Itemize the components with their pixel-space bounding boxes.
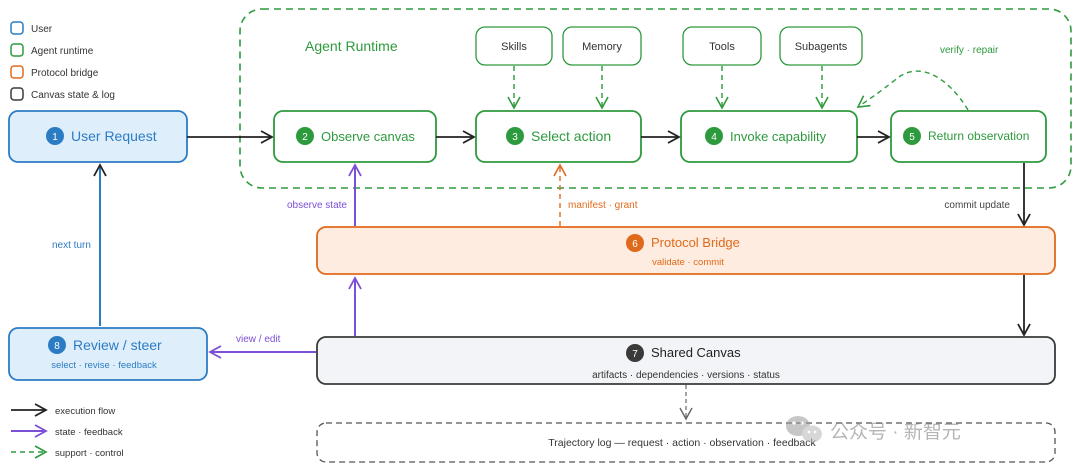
commit-update-label: commit update <box>944 200 1010 211</box>
legend-bridge-label: Protocol bridge <box>31 68 99 79</box>
legend-nodes: User Agent runtime Protocol bridge Canva… <box>10 21 115 101</box>
node-observe-canvas[interactable]: 2 Observe canvas <box>273 110 437 163</box>
node-3-number: 3 <box>512 132 518 143</box>
node-4-number: 4 <box>711 132 717 143</box>
legend-support-label: support · control <box>55 448 124 459</box>
watermark-text: 公众号 · 新智元 <box>830 421 961 443</box>
trajectory-log[interactable]: Trajectory log — request · action · obse… <box>316 422 1056 463</box>
node-7-number: 7 <box>632 349 638 360</box>
node-return-observation[interactable]: 5 Return observation <box>890 110 1047 163</box>
node-6-badge <box>626 234 644 252</box>
node-review-label: Review / steer <box>73 337 162 353</box>
legend-canvas-swatch <box>10 87 24 101</box>
node-protocol-bridge[interactable]: 6 Protocol Bridge validate · commit <box>316 226 1056 275</box>
resource-skills[interactable]: Skills <box>475 26 553 66</box>
node-return-label: Return observation <box>928 129 1029 143</box>
next-turn-label: next turn <box>52 240 91 251</box>
node-6-number: 6 <box>632 239 638 250</box>
agent-runtime-container <box>239 8 1072 189</box>
verify-repair-label: verify · repair <box>940 45 999 56</box>
resource-skills-label: Skills <box>501 41 527 53</box>
node-5-badge <box>903 127 921 145</box>
resource-memory[interactable]: Memory <box>562 26 642 66</box>
resource-subagents-label: Subagents <box>795 41 848 53</box>
node-1-badge <box>46 127 64 145</box>
view-edit-label: view / edit <box>236 334 281 345</box>
legend-runtime-swatch <box>10 43 24 57</box>
node-8-badge <box>48 336 66 354</box>
legend-execution-label: execution flow <box>55 406 115 417</box>
resource-tools[interactable]: Tools <box>682 26 762 66</box>
node-review-sub: select · revise · feedback <box>51 360 157 371</box>
node-review-steer[interactable]: 8 Review / steer select · revise · feedb… <box>8 327 208 381</box>
verify-repair-arrow <box>856 70 969 111</box>
node-7-badge <box>626 344 644 362</box>
node-8-number: 8 <box>54 341 60 352</box>
node-1-number: 1 <box>52 132 58 143</box>
node-user-request-label: User Request <box>71 128 157 144</box>
node-observe-label: Observe canvas <box>321 129 415 144</box>
node-3-badge <box>506 127 524 145</box>
node-select-label: Select action <box>531 128 611 144</box>
node-invoke-label: Invoke capability <box>730 129 827 144</box>
legend-runtime-label: Agent runtime <box>31 46 94 57</box>
resource-tools-label: Tools <box>709 41 735 53</box>
node-invoke-capability[interactable]: 4 Invoke capability <box>680 110 858 163</box>
manifest-grant-label: manifest · grant <box>568 200 638 211</box>
wechat-icon <box>786 416 822 443</box>
legend-user-swatch <box>10 21 24 35</box>
legend-canvas-label: Canvas state & log <box>31 90 115 101</box>
legend-user-label: User <box>31 24 53 35</box>
resource-memory-label: Memory <box>582 41 622 53</box>
node-select-action[interactable]: 3 Select action <box>475 110 642 163</box>
trajectory-log-label: Trajectory log — request · action · obse… <box>548 437 816 449</box>
node-canvas-sub: artifacts · dependencies · versions · st… <box>592 370 780 381</box>
node-2-number: 2 <box>302 132 308 143</box>
node-canvas-label: Shared Canvas <box>651 345 741 360</box>
observe-state-label: observe state <box>287 200 347 211</box>
node-user-request[interactable]: 1 User Request <box>8 110 188 163</box>
node-2-badge <box>296 127 314 145</box>
watermark: 公众号 · 新智元 <box>786 416 961 443</box>
node-bridge-sub: validate · commit <box>652 257 724 268</box>
node-shared-canvas[interactable]: 7 Shared Canvas artifacts · dependencies… <box>316 336 1056 385</box>
resource-subagents[interactable]: Subagents <box>779 26 863 66</box>
legend-edges: execution flow state · feedback support … <box>11 403 124 459</box>
agent-runtime-title: Agent Runtime <box>305 38 398 54</box>
legend-state-label: state · feedback <box>55 427 123 438</box>
node-4-badge <box>705 127 723 145</box>
node-bridge-label: Protocol Bridge <box>651 235 740 250</box>
node-5-number: 5 <box>909 132 915 143</box>
legend-bridge-swatch <box>10 65 24 79</box>
